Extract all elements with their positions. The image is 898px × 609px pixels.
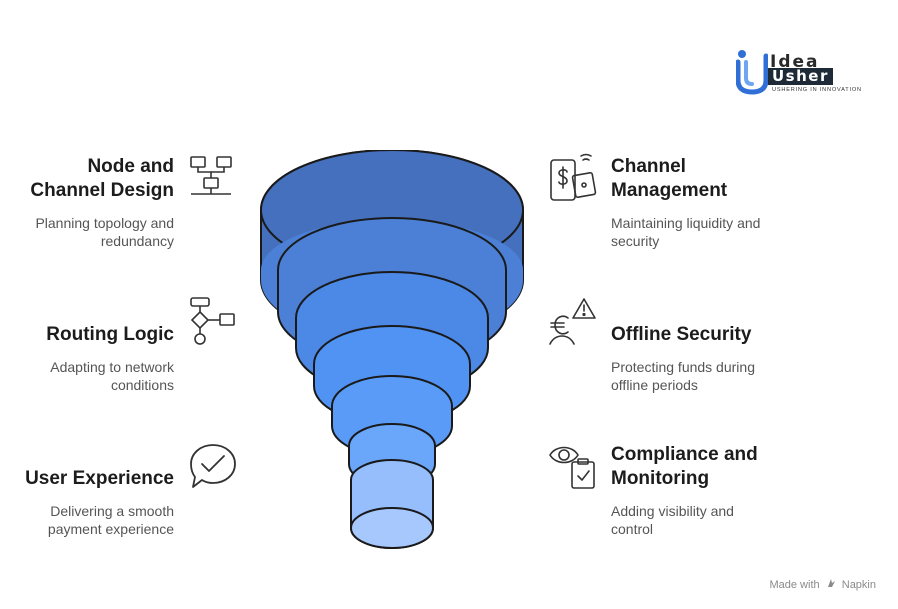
title-line: Offline Security: [611, 324, 752, 345]
item-title: Routing Logic: [0, 323, 174, 347]
desc-line: offline periods: [611, 377, 698, 393]
desc-line: Planning topology and: [35, 215, 174, 231]
desc-line: payment experience: [47, 521, 174, 537]
idea-usher-logo: Idea Usher USHERING IN INNOVATION: [736, 46, 861, 96]
item-description: Protecting funds during offline periods: [611, 358, 851, 394]
title-line: User Experience: [25, 468, 174, 489]
desc-line: Protecting funds during: [611, 359, 755, 375]
desc-line: Delivering a smooth: [50, 503, 174, 519]
made-with-text: Made with: [769, 579, 820, 591]
logo-tagline: USHERING IN INNOVATION: [772, 87, 862, 93]
item-title: Offline Security: [611, 323, 841, 347]
title-line: Monitoring: [611, 468, 710, 489]
logo-mark-icon: [736, 50, 768, 95]
desc-line: control: [611, 521, 654, 537]
wallet-dollar-icon: [550, 153, 597, 201]
item-title: User Experience: [0, 467, 174, 491]
eye-clipboard-icon: [549, 446, 595, 489]
item-title: Node and Channel Design: [0, 155, 174, 203]
napkin-brand-text: Napkin: [841, 579, 876, 591]
desc-line: security: [611, 233, 660, 249]
item-description: Maintaining liquidity and security: [611, 214, 851, 250]
logo-word-idea: Idea: [770, 52, 820, 72]
desc-line: conditions: [110, 377, 174, 393]
made-with-napkin-footer: Made with Napkin: [769, 578, 876, 591]
desc-line: redundancy: [100, 233, 174, 249]
euro-warning-icon: [549, 298, 596, 345]
desc-line: Adding visibility and: [611, 503, 734, 519]
title-line: Routing Logic: [46, 324, 174, 345]
desc-line: Maintaining liquidity and: [611, 215, 761, 231]
logo-word-usher: Usher: [768, 68, 833, 85]
title-line: Compliance and: [611, 444, 758, 465]
title-line: Management: [611, 180, 728, 201]
desc-line: Adapting to network: [50, 359, 174, 375]
item-description: Adding visibility and control: [611, 502, 851, 538]
title-line: Channel Design: [30, 180, 174, 201]
flowchart-icon: [190, 297, 235, 345]
item-description: Delivering a smooth payment experience: [0, 502, 174, 538]
napkin-logo-icon: [827, 579, 835, 587]
item-description: Adapting to network conditions: [0, 358, 174, 394]
stacked-funnel-diagram: [260, 150, 524, 549]
chat-check-icon: [190, 444, 236, 488]
title-line: Channel: [611, 156, 686, 177]
item-title: Compliance and Monitoring: [611, 443, 841, 491]
item-description: Planning topology and redundancy: [0, 214, 174, 250]
network-nodes-icon: [190, 156, 232, 195]
title-line: Node and: [87, 156, 174, 177]
item-title: Channel Management: [611, 155, 841, 203]
